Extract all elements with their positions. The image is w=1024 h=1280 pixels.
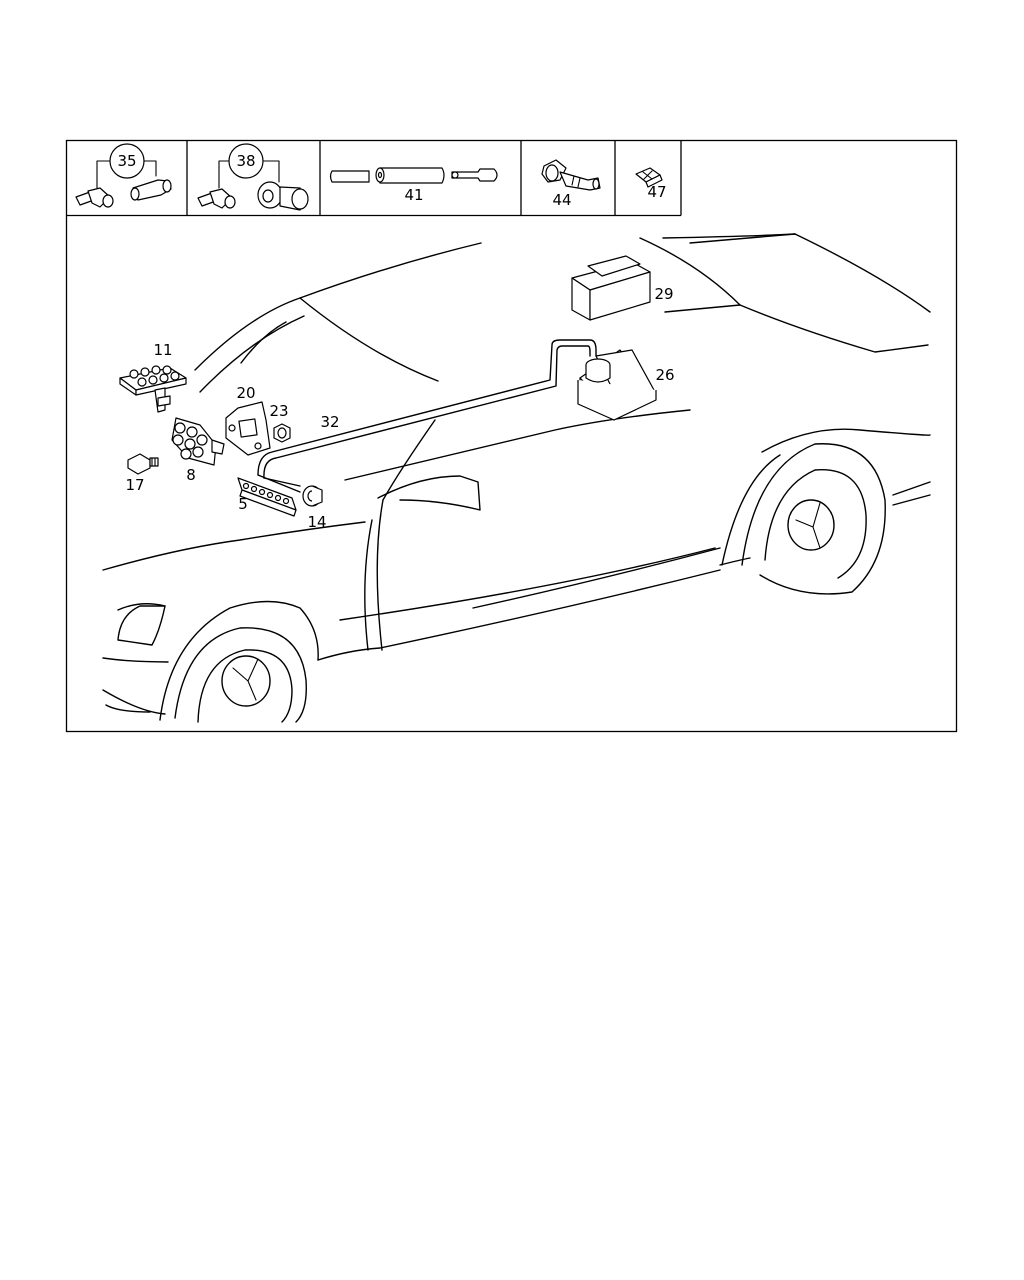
front-wheel bbox=[174, 627, 307, 723]
part-5-distribution-rail bbox=[237, 477, 297, 517]
header-cell-44: 44 bbox=[541, 159, 601, 209]
header-cell-35: 35 bbox=[75, 143, 172, 208]
label-32: 32 bbox=[320, 413, 339, 431]
label-8: 8 bbox=[186, 466, 196, 484]
part-8-valve-assembly bbox=[171, 417, 225, 466]
callout-label-38: 38 bbox=[236, 152, 255, 170]
callout-label-44: 44 bbox=[552, 191, 571, 209]
label-26: 26 bbox=[655, 366, 674, 384]
label-14: 14 bbox=[307, 513, 326, 531]
part-17-bolt bbox=[127, 453, 159, 475]
callout-label-47: 47 bbox=[647, 183, 666, 201]
part-29-box bbox=[571, 255, 651, 321]
header-cell-38: 38 bbox=[197, 143, 309, 211]
car-outline bbox=[102, 233, 931, 721]
diagram-frame bbox=[65, 139, 958, 733]
label-5: 5 bbox=[238, 495, 248, 513]
callout-label-35: 35 bbox=[117, 152, 136, 170]
part-14-grommet bbox=[302, 485, 323, 507]
part-20-bracket bbox=[225, 401, 271, 456]
brake-line bbox=[257, 339, 597, 493]
label-23: 23 bbox=[269, 402, 288, 420]
part-11-valve-block bbox=[119, 365, 187, 413]
label-17: 17 bbox=[125, 476, 144, 494]
header-cell-47: 47 bbox=[635, 167, 667, 201]
part-23-nut bbox=[273, 423, 291, 443]
header-cell-41: 41 bbox=[329, 167, 498, 204]
label-11: 11 bbox=[153, 341, 172, 359]
label-20: 20 bbox=[236, 384, 255, 402]
rear-wheel bbox=[741, 443, 886, 595]
callout-label-41: 41 bbox=[404, 186, 423, 204]
label-29: 29 bbox=[654, 285, 673, 303]
part-26-pump bbox=[577, 349, 657, 421]
